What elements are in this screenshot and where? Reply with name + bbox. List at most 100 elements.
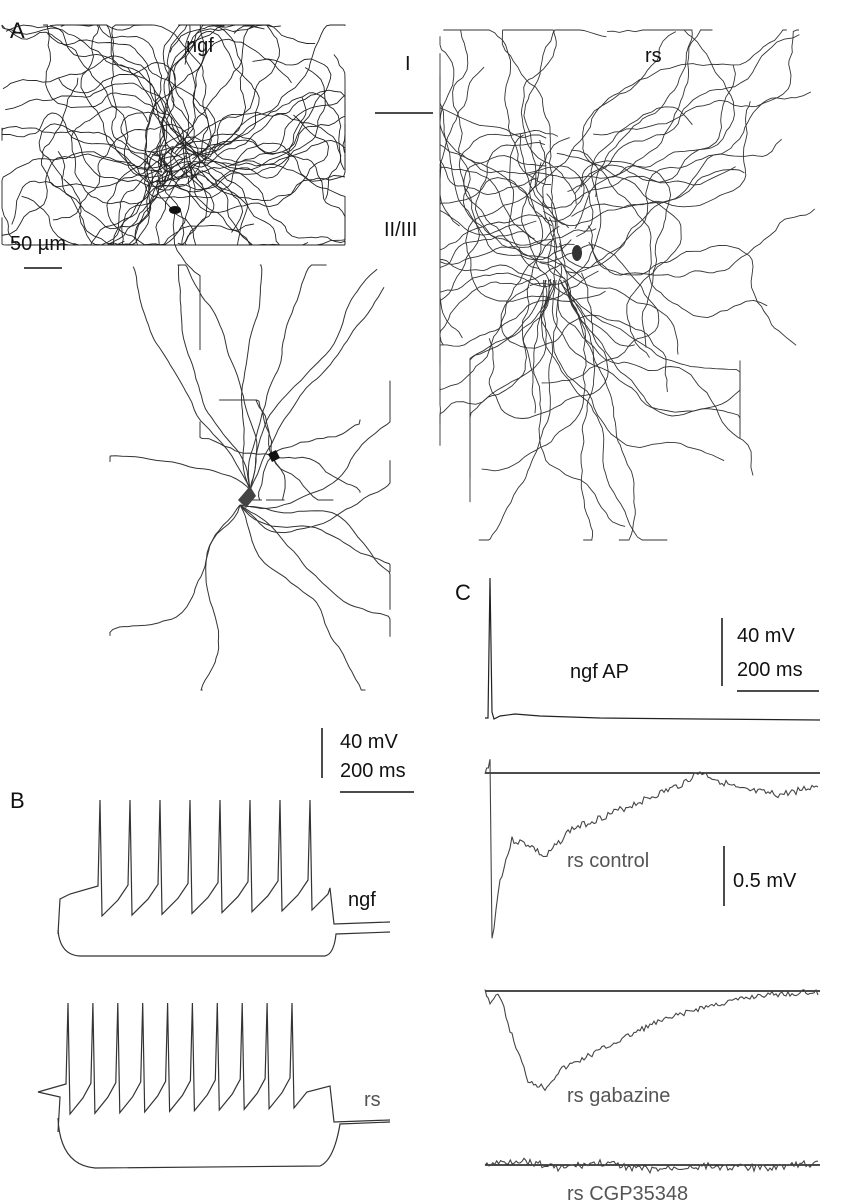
- neurite-branch: [266, 455, 286, 501]
- neurite-branch: [439, 107, 547, 227]
- neurite-branch: [580, 29, 735, 188]
- neurite-branch: [458, 129, 584, 279]
- neurite-branch: [271, 455, 361, 493]
- neurite-branch: [163, 31, 260, 160]
- neurite-branch: [478, 279, 553, 541]
- neurite-branch: [556, 152, 682, 358]
- neurite-branch: [164, 92, 345, 172]
- neurite-branch: [252, 455, 273, 501]
- neurite-branch: [557, 289, 754, 476]
- rs-firing-trace: [37, 1002, 391, 1169]
- neurite-branch: [148, 146, 346, 244]
- neurite-branch: [170, 24, 280, 181]
- neurite-branch: [239, 504, 391, 573]
- neurite-branch: [50, 170, 163, 246]
- neurite-branch: [58, 62, 176, 177]
- neurite-branch: [519, 133, 736, 209]
- neurite-branch: [106, 145, 254, 246]
- neurite-branch: [541, 279, 668, 541]
- neurite-branch: [529, 106, 693, 287]
- neurite-branch: [109, 455, 251, 491]
- neurite-branch: [563, 279, 596, 541]
- neurite-branch: [488, 272, 609, 419]
- neurite-branch: [439, 66, 537, 236]
- neurite-branch: [132, 266, 251, 491]
- neurite-branch: [2, 55, 205, 150]
- neurite-branch: [187, 163, 346, 246]
- neurite-branch: [567, 34, 800, 193]
- neurite-branch: [177, 264, 251, 491]
- neurite-branch: [239, 460, 391, 534]
- neurite-branch: [574, 29, 713, 230]
- neurite-branch: [57, 150, 201, 246]
- ngf-soma-near-pyramid: [268, 450, 280, 462]
- neurite-branch: [47, 33, 217, 165]
- neurite-branch: [439, 155, 546, 335]
- panel-b-label: B: [10, 788, 25, 813]
- neurite-branch: [539, 139, 679, 355]
- ngf-axon-arbor: [1, 24, 346, 350]
- neurite-branch: [200, 58, 332, 164]
- pyramidal-neuron-morphology: [109, 264, 391, 691]
- neurite-branch: [571, 91, 812, 217]
- ngf-firing-trace: [57, 799, 391, 957]
- neurite-branch: [574, 160, 672, 348]
- neurite-branch: [527, 64, 736, 179]
- panel-a-label: A: [10, 18, 25, 43]
- ngf-neuron-morphology: [1, 24, 346, 350]
- pyramidal-soma: [238, 486, 256, 508]
- neurite-branch: [144, 142, 346, 199]
- neurite-branch: [439, 53, 553, 227]
- neurite-branch: [134, 161, 214, 246]
- neurite-branch: [249, 268, 378, 491]
- rs-cgp-trace: [484, 1157, 819, 1175]
- neurite-branch: [200, 504, 241, 691]
- rs-hyperpolarizing-trace: [57, 1117, 391, 1169]
- neurite-branch: [146, 96, 307, 191]
- neurite-branch: [109, 504, 241, 636]
- layer-23-label: II/III: [384, 219, 417, 241]
- neurite-branch: [465, 162, 606, 302]
- neurite-branch: [452, 29, 552, 246]
- neurite-branch: [239, 504, 391, 637]
- neurite-branch: [40, 77, 172, 189]
- neurite-branch: [252, 399, 273, 457]
- neurite-branch: [439, 166, 535, 240]
- neurite-branch: [566, 280, 636, 541]
- rs-trace-label: rs: [364, 1089, 381, 1111]
- neurite-branch: [571, 149, 768, 319]
- neurite-branch: [559, 279, 741, 439]
- ngf-trace-label: ngf: [348, 889, 376, 911]
- ngf-cell-label: ngf: [186, 35, 214, 57]
- panel-a: A ngf I II/III 50 µm rs: [1, 18, 816, 691]
- ngf-hyperpolarizing-trace: [57, 929, 391, 957]
- neurite-branch: [38, 123, 187, 188]
- ngf-ap-trace: [485, 577, 821, 721]
- panel-b: B 40 mV 200 ms ngf rs: [10, 728, 414, 1169]
- neurite-branch: [594, 29, 693, 197]
- b-time-scale-label: 200 ms: [340, 760, 406, 782]
- c-time-scale-label: 200 ms: [737, 659, 803, 681]
- neurite-branch: [180, 111, 342, 200]
- neurite-branch: [157, 67, 326, 193]
- neurite-branch: [5, 82, 203, 185]
- neurite-branch: [149, 114, 329, 202]
- neurite-branch: [500, 286, 668, 393]
- neurite-branch: [439, 75, 572, 261]
- scale-bar-label: 50 µm: [10, 233, 66, 255]
- c-voltage-scale-label: 40 mV: [737, 625, 795, 647]
- rs-cgp-label: rs CGP35348: [567, 1183, 688, 1204]
- neurite-branch: [271, 455, 334, 501]
- neurite-branch: [249, 287, 385, 491]
- neurite-branch: [521, 137, 570, 414]
- rs-control-trace: [484, 759, 819, 939]
- neurite-branch: [172, 162, 346, 238]
- neurite-branch: [63, 170, 186, 246]
- b-voltage-scale-label: 40 mV: [340, 731, 398, 753]
- neurite-branch: [80, 24, 159, 172]
- neurite-branch: [166, 123, 346, 213]
- neurite-branch: [1, 112, 180, 181]
- rs-control-label: rs control: [567, 850, 649, 872]
- neurite-branch: [588, 241, 797, 346]
- neurite-branch: [566, 138, 783, 274]
